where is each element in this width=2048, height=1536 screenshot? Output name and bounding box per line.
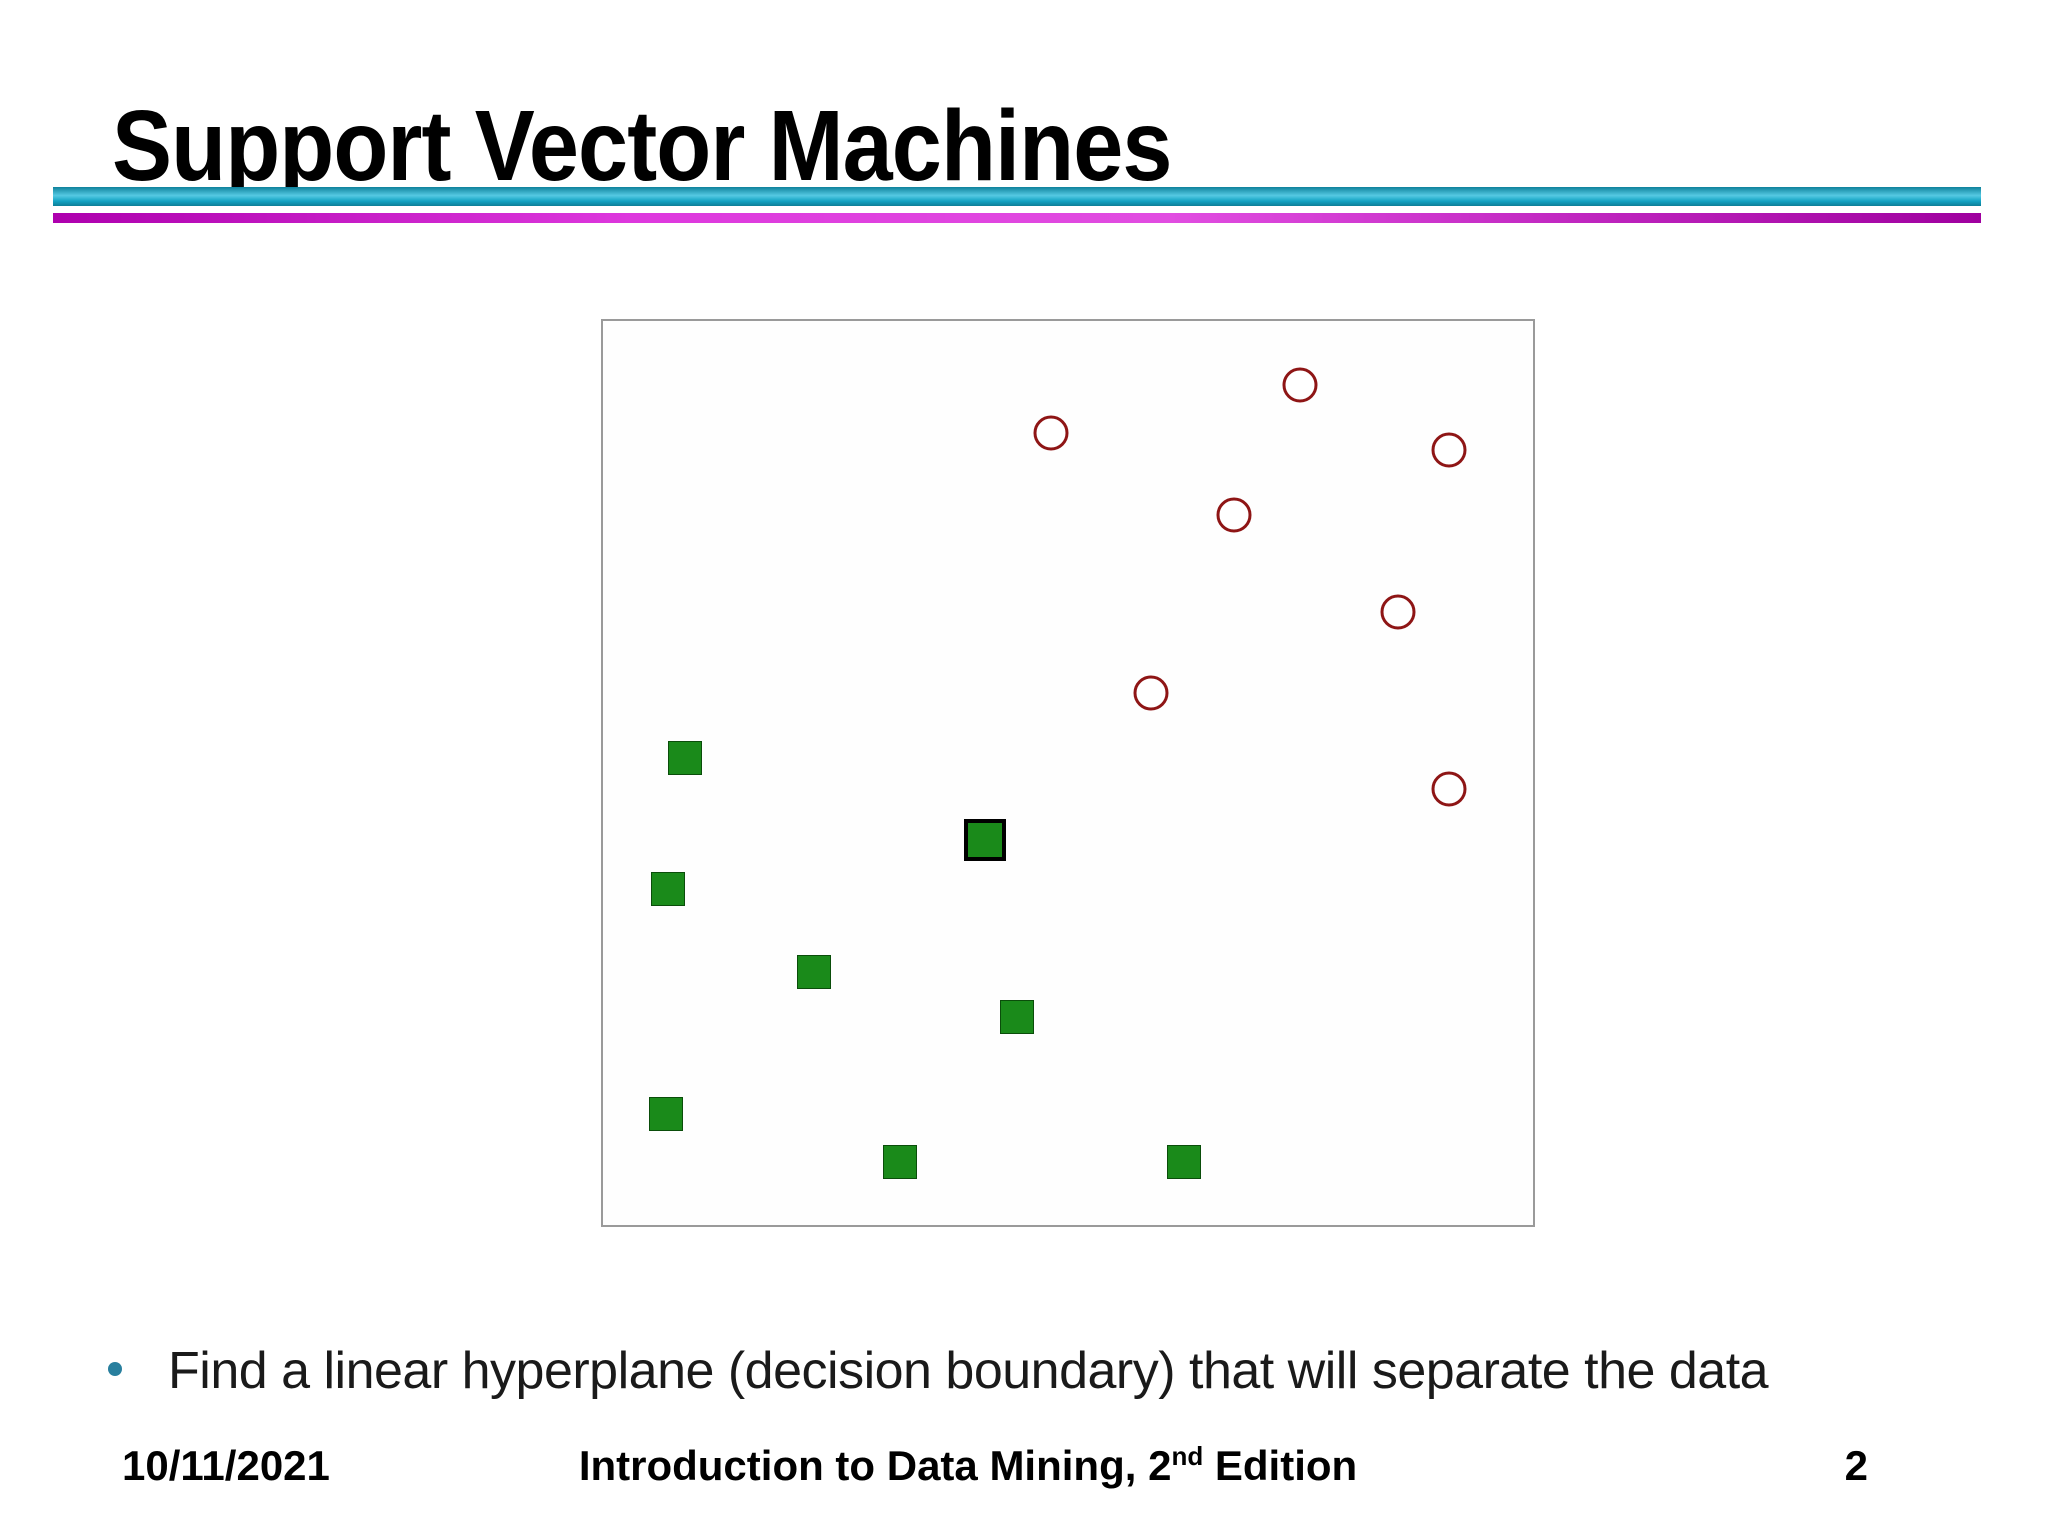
data-point-circles bbox=[1431, 432, 1467, 468]
title-rule-magenta bbox=[53, 213, 1981, 223]
data-point-circles bbox=[1033, 415, 1069, 451]
data-point-highlighted-square bbox=[964, 819, 1006, 861]
data-point-squares bbox=[649, 1097, 683, 1131]
data-point-circles bbox=[1282, 367, 1318, 403]
bullet-dot-icon bbox=[108, 1362, 122, 1376]
footer-book-title: Introduction to Data Mining, 2nd Edition bbox=[579, 1442, 1357, 1490]
footer-book-prefix: Introduction to Data Mining, 2 bbox=[578, 1442, 1172, 1489]
scatter-plot bbox=[601, 319, 1535, 1227]
footer-book-suffix: Edition bbox=[1203, 1442, 1358, 1489]
title-rule-cyan bbox=[53, 187, 1981, 206]
data-point-circles bbox=[1431, 771, 1467, 807]
data-point-squares bbox=[797, 955, 831, 989]
bullet-text: Find a linear hyperplane (decision bound… bbox=[168, 1342, 1769, 1400]
data-point-squares bbox=[1000, 1000, 1034, 1034]
data-point-circles bbox=[1133, 675, 1169, 711]
data-point-circles bbox=[1380, 594, 1416, 630]
data-point-circles bbox=[1216, 497, 1252, 533]
data-point-squares bbox=[668, 741, 702, 775]
footer-book-superscript: nd bbox=[1171, 1441, 1204, 1471]
data-point-squares bbox=[883, 1145, 917, 1179]
footer-date: 10/11/2021 bbox=[122, 1442, 330, 1489]
page-title: Support Vector Machines bbox=[112, 90, 1172, 202]
data-point-squares bbox=[651, 872, 685, 906]
data-point-squares bbox=[1167, 1145, 1201, 1179]
footer-page-number: 2 bbox=[1844, 1442, 1868, 1489]
